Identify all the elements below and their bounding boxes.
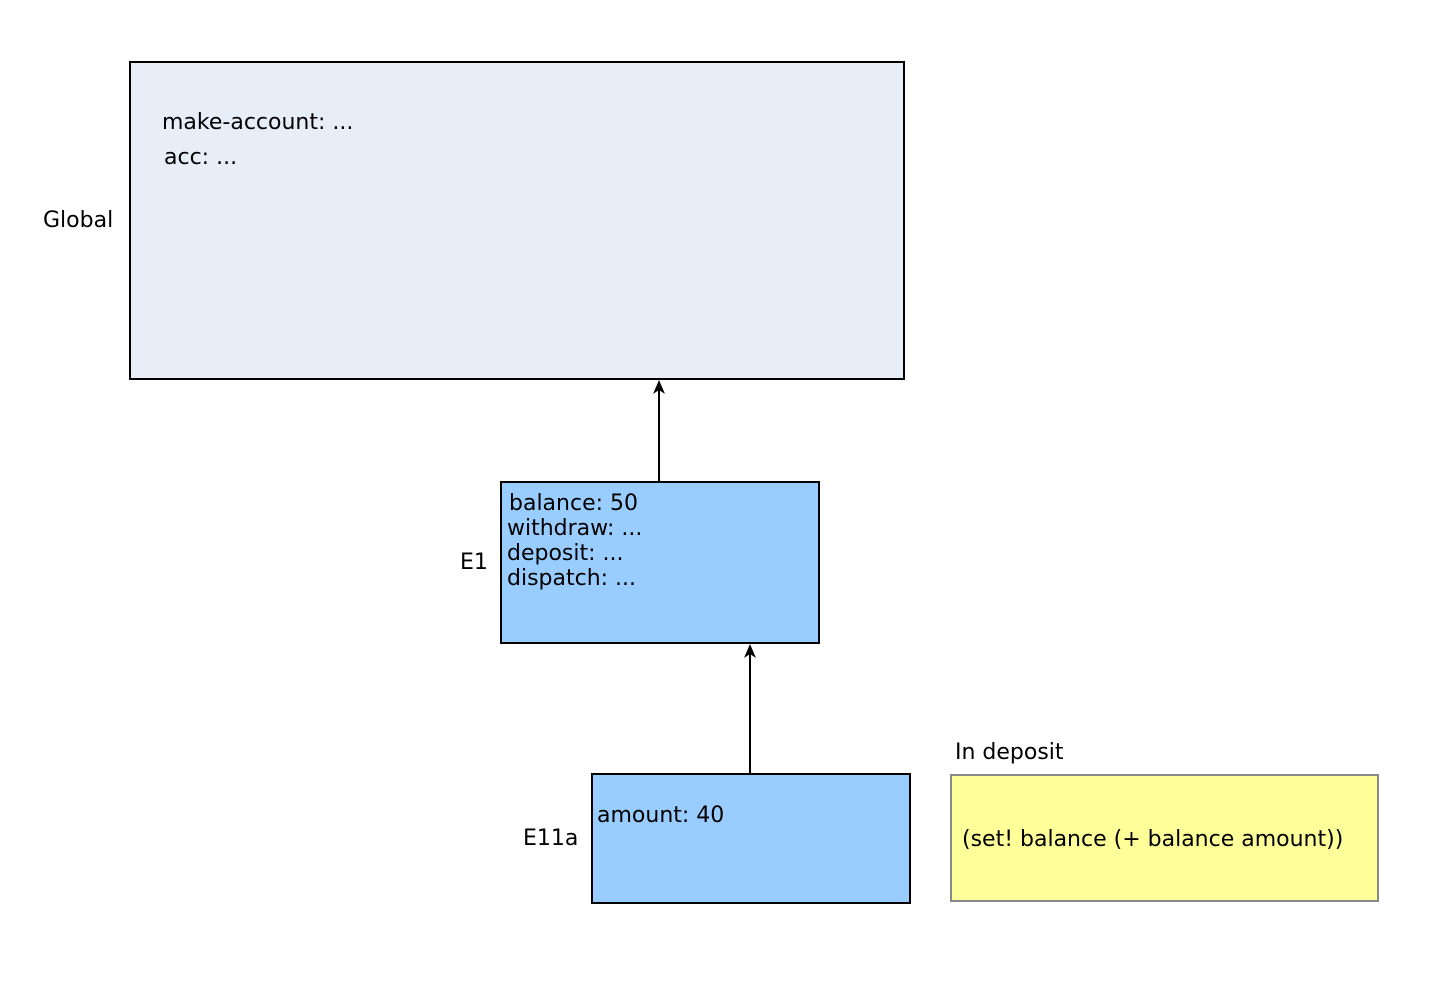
e1-binding: dispatch: ... (507, 566, 637, 591)
e11a-frame: amount: 40 (591, 773, 911, 904)
e1-binding: balance: 50 (509, 491, 639, 516)
e1-binding: deposit: ... (507, 541, 624, 566)
global-frame: make-account: ... acc: ... (129, 61, 905, 380)
e1-frame: balance: 50 withdraw: ... deposit: ... d… (500, 481, 820, 644)
e11a-binding: amount: 40 (597, 803, 725, 828)
global-binding: make-account: ... (162, 110, 354, 135)
note-title: In deposit (955, 740, 1064, 765)
deposit-code-note: (set! balance (+ balance amount)) (950, 774, 1379, 902)
global-frame-label: Global (43, 208, 114, 233)
e11a-frame-label: E11a (523, 826, 579, 851)
global-binding: acc: ... (164, 145, 238, 170)
e1-binding: withdraw: ... (507, 516, 643, 541)
e1-frame-label: E1 (460, 550, 488, 575)
deposit-code: (set! balance (+ balance amount)) (962, 827, 1344, 852)
